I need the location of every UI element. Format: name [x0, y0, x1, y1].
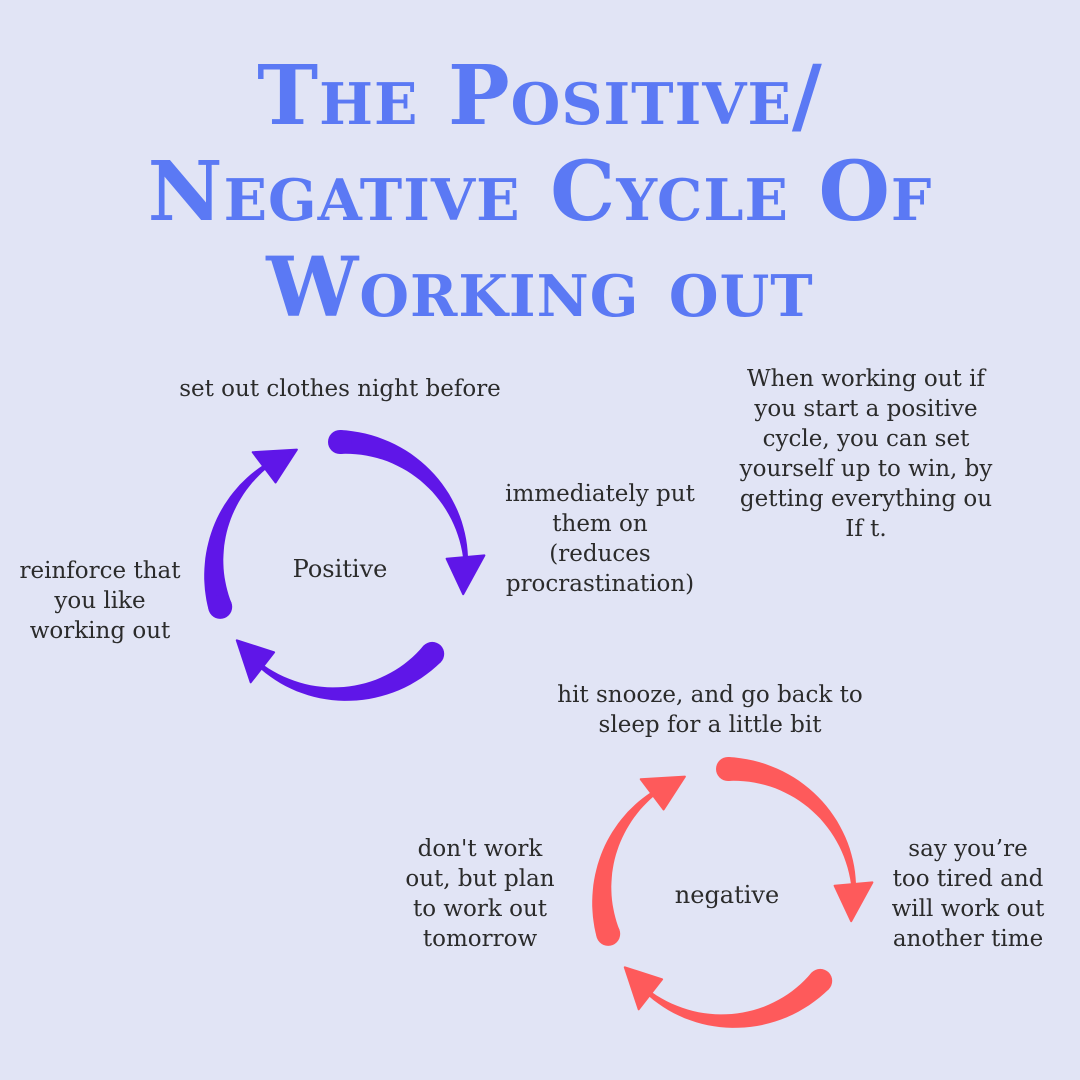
title-line-2: Negative Cycle Of [147, 144, 933, 240]
negative-step-right: say you’re too tired and will work out a… [891, 836, 1045, 952]
negative-arrow-left-to-top-tail [596, 921, 621, 946]
title-line-3: Working out [266, 240, 814, 336]
positive-arrow-right-to-left-tail [420, 641, 445, 666]
negative-arrow-left-to-top-body [592, 792, 654, 938]
negative-cycle-center-label: negative [674, 881, 780, 909]
positive-arrow-top-to-right-tail [328, 430, 352, 454]
positive-arrow-right-to-left-body [260, 645, 441, 701]
positive-cycle-center-label: Positive [292, 555, 388, 583]
negative-arrow-right-to-left-body [648, 972, 829, 1028]
positive-cycle-arrows [204, 430, 486, 701]
page-title: The Positive/ Negative Cycle Of Working … [0, 48, 1080, 336]
positive-arrow-left-to-top-tail [208, 594, 233, 619]
negative-arrow-top-to-right-tail [716, 757, 740, 781]
negative-step-top: hit snooze, and go back to sleep for a l… [557, 682, 863, 738]
positive-arrow-left-to-top-body [204, 465, 266, 611]
negative-arrow-left-to-top-head [639, 775, 686, 811]
negative-arrow-right-to-left-tail [808, 968, 833, 993]
positive-arrow-right-to-left-head [235, 639, 276, 684]
explanation-text: When working out if you start a positive… [739, 366, 993, 542]
negative-arrow-top-to-right-body [728, 757, 856, 885]
title-line-1: The Positive/ [257, 48, 823, 144]
positive-step-left: reinforce that you like working out [19, 558, 181, 644]
negative-step-left: don't work out, but plan to work out tom… [405, 836, 555, 952]
positive-arrow-left-to-top-head [251, 448, 298, 484]
negative-cycle-arrows [592, 757, 874, 1028]
positive-step-top: set out clothes night before [179, 376, 501, 402]
negative-arrow-right-to-left-head [623, 966, 664, 1011]
positive-arrow-top-to-right-body [340, 430, 468, 558]
positive-step-right: immediately put them on (reduces procras… [505, 481, 695, 597]
negative-arrow-top-to-right-head [833, 881, 874, 923]
positive-arrow-top-to-right-head [445, 554, 486, 596]
